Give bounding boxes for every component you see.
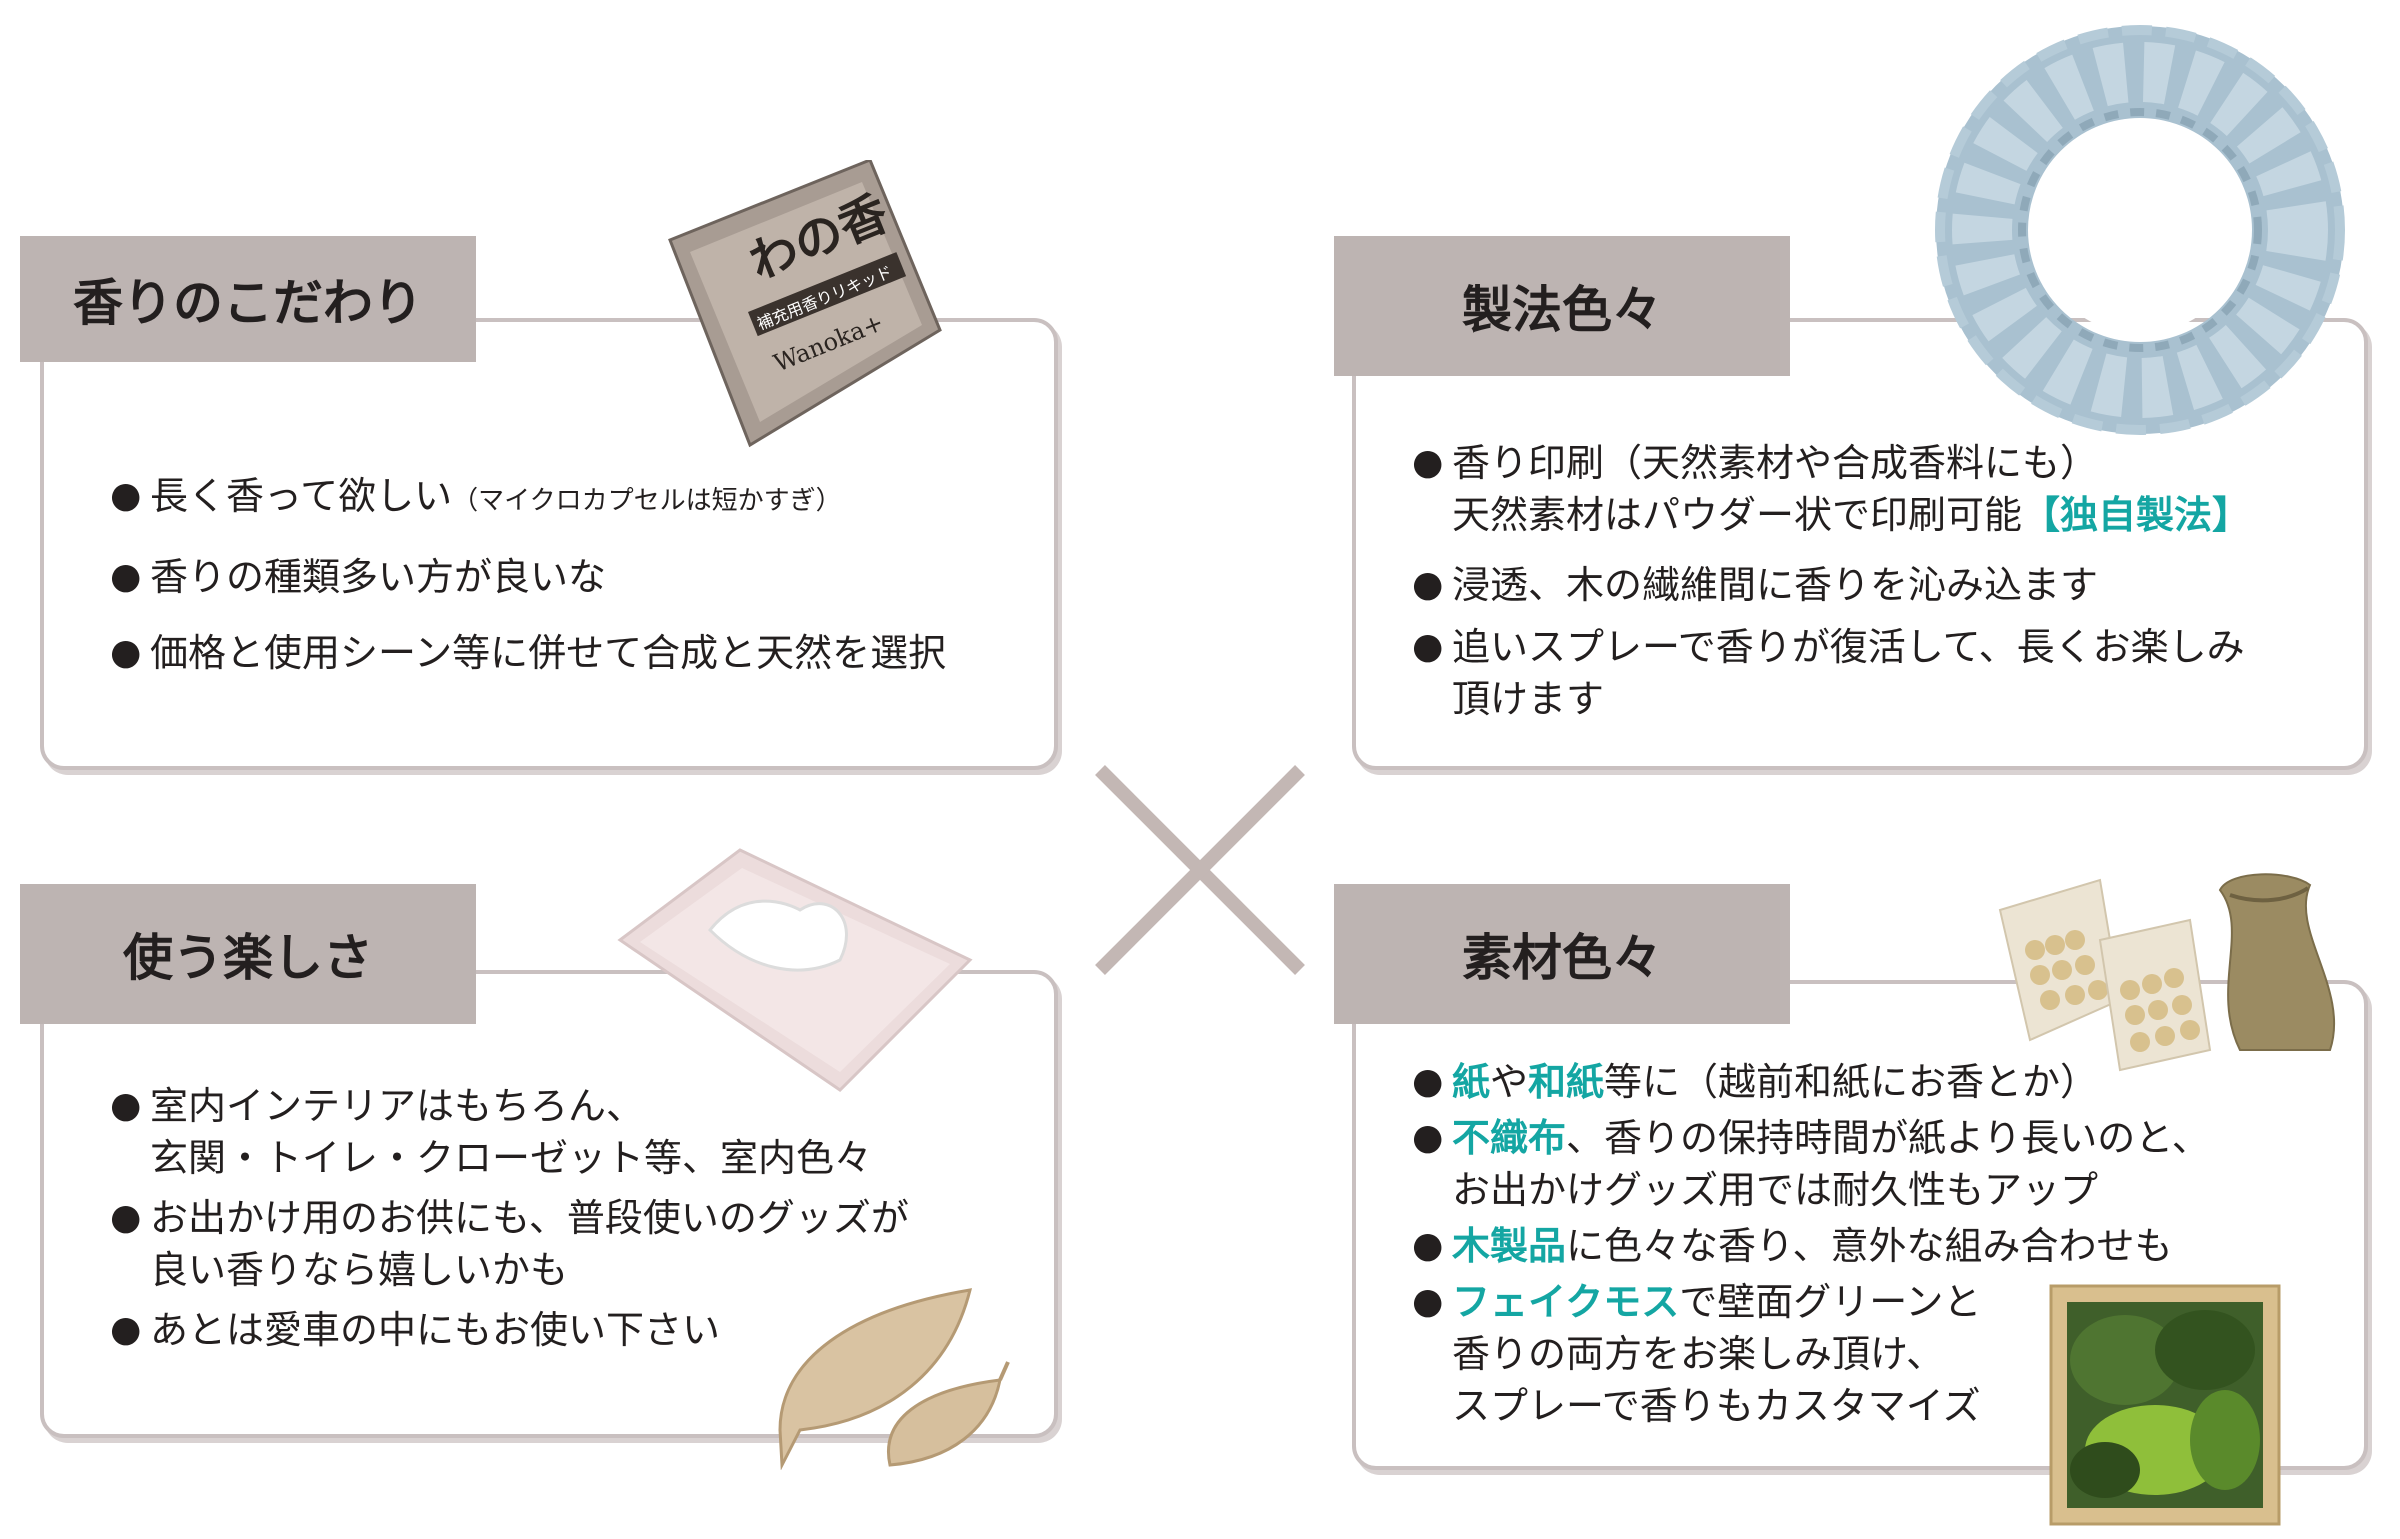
list-item: ● 浸透、木の繊維間に香りを沁み込ます <box>1412 559 2250 611</box>
list-item: ● 不織布、香りの保持時間が紙より長いのと、 お出かけグッズ用では耐久性もアップ <box>1412 1112 2210 1216</box>
bullet-icon: ● <box>1412 626 1444 667</box>
material-list: ● 紙や和紙等に（越前和紙にお香とか） ● 不織布、香りの保持時間が紙より長いの… <box>1412 1056 2210 1432</box>
bullet-icon: ● <box>1412 1061 1444 1102</box>
list-item: ● あとは愛車の中にもお使い下さい <box>110 1304 909 1356</box>
list-item: ● 価格と使用シーン等に併せて合成と天然を選択 <box>110 627 946 679</box>
list-item: ● 木製品に色々な香り、意外な組み合わせも <box>1412 1220 2210 1272</box>
bullet-icon: ● <box>110 1197 142 1238</box>
panel-method-title: 製法色々 <box>1334 236 1790 376</box>
sachet-bags-image <box>1990 850 2370 1080</box>
panel-scent-title: 香りのこだわり <box>20 236 476 362</box>
list-item: ● 紙や和紙等に（越前和紙にお香とか） <box>1412 1056 2210 1108</box>
method-list: ● 香り印刷（天然素材や合成香料にも） 天然素材はパウダー状で印刷可能【独自製法… <box>1412 437 2250 725</box>
bullet-icon: ● <box>110 475 142 516</box>
list-item: ● 室内インテリアはもちろん、 玄関・トイレ・クローゼット等、室内色々 <box>110 1080 909 1184</box>
bullet-icon: ● <box>1412 442 1444 483</box>
bullet-icon: ● <box>1412 1117 1444 1158</box>
list-item: ● 追いスプレーで香りが復活して、長くお楽しみ 頂けます <box>1412 621 2250 725</box>
moss-frame-image <box>2045 1280 2285 1530</box>
list-item: ● 香りの種類多い方が良いな <box>110 551 946 603</box>
bullet-icon: ● <box>110 1085 142 1126</box>
panel-scent-card <box>40 318 1058 770</box>
list-item: ● フェイクモスで壁面グリーンと 香りの両方をお楽しみ頂け、 スプレーで香りもカ… <box>1412 1276 2210 1432</box>
bullet-icon: ● <box>1412 1225 1444 1266</box>
paper-wreath-image <box>1930 20 2350 440</box>
list-item: ● お出かけ用のお供にも、普段使いのグッズが 良い香りなら嬉しいかも <box>110 1192 909 1296</box>
bullet-icon: ● <box>1412 1281 1444 1322</box>
list-item: ● 長く香って欲しい（マイクロカプセルは短かすぎ） <box>110 470 946 527</box>
bullet-icon: ● <box>1412 564 1444 605</box>
refill-package-image: わの香 補充用香りリキッド Wanoka+ <box>640 158 960 460</box>
bullet-icon: ● <box>110 632 142 673</box>
list-item: ● 香り印刷（天然素材や合成香料にも） 天然素材はパウダー状で印刷可能【独自製法… <box>1412 437 2250 541</box>
cross-icon <box>1090 760 1310 980</box>
bullet-icon: ● <box>110 1309 142 1350</box>
scent-list: ● 長く香って欲しい（マイクロカプセルは短かすぎ） ● 香りの種類多い方が良いな… <box>110 470 946 679</box>
panel-material-title: 素材色々 <box>1334 884 1790 1024</box>
wooden-leaves-image <box>770 1280 1010 1471</box>
panel-enjoy-title: 使う楽しさ <box>20 884 476 1024</box>
enjoy-list: ● 室内インテリアはもちろん、 玄関・トイレ・クローゼット等、室内色々 ● お出… <box>110 1080 909 1356</box>
tissue-pack-image <box>600 840 980 1100</box>
bullet-icon: ● <box>110 556 142 597</box>
